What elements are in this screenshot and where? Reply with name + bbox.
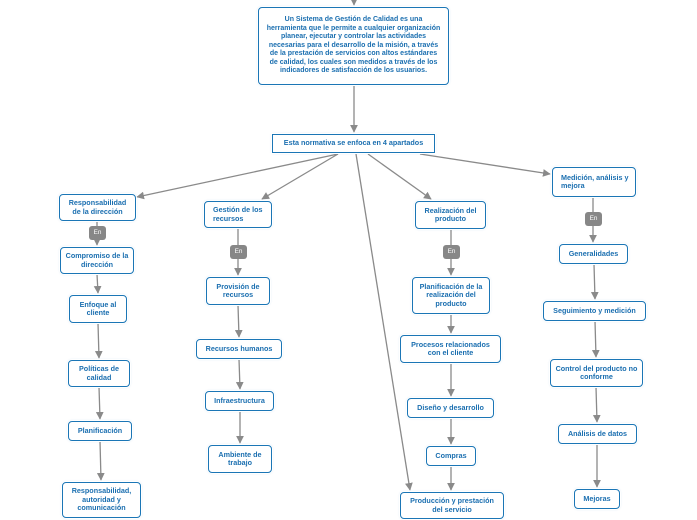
analisis-datos-node[interactable]: Análisis de datos — [558, 424, 637, 444]
recursos-humanos-node[interactable]: Recursos humanos — [196, 339, 282, 359]
main-definition-node[interactable]: Un Sistema de Gestión de Calidad es una … — [258, 7, 449, 85]
compras-node[interactable]: Compras — [426, 446, 476, 466]
seguimiento-medicion-node[interactable]: Seguimiento y medición — [543, 301, 646, 321]
infraestructura-node[interactable]: Infraestructura — [205, 391, 274, 411]
connector-to-medicion — [419, 153, 551, 177]
planificacion-realizacion-node[interactable]: Planificación de la realización del prod… — [412, 277, 490, 314]
connector-to-produccion — [355, 153, 413, 491]
main-definition-text: Un Sistema de Gestión de Calidad es una … — [266, 15, 441, 75]
control-producto-node[interactable]: Control del producto no conforme — [550, 359, 643, 387]
planificacion-node[interactable]: Planificación — [68, 421, 132, 441]
connector — [95, 386, 104, 420]
produccion-servicio-node[interactable]: Producción y prestación del servicio — [400, 492, 504, 519]
gestion-recursos-node[interactable]: Gestión de los recursos — [204, 201, 272, 228]
enfoque-cliente-node[interactable]: Enfoque al cliente — [69, 295, 127, 323]
responsabilidad-direccion-node[interactable]: Responsabilidad de la dirección — [59, 194, 136, 221]
connector — [94, 322, 103, 359]
ambiente-trabajo-node[interactable]: Ambiente de trabajo — [208, 445, 272, 473]
connector-to-recursos — [261, 153, 339, 200]
realizacion-producto-node[interactable]: Realización del producto — [415, 201, 486, 229]
apartados-text: Esta normativa se enfoca en 4 apartados — [283, 138, 424, 148]
connector — [93, 273, 102, 294]
connector — [235, 358, 244, 390]
diseno-desarrollo-node[interactable]: Diseño y desarrollo — [407, 398, 494, 418]
mejoras-node[interactable]: Mejoras — [574, 489, 620, 509]
connector — [592, 386, 601, 423]
procesos-cliente-node[interactable]: Procesos relacionados con el cliente — [400, 335, 501, 363]
en-tag-recursos: En — [230, 245, 247, 259]
en-tag-responsabilidad: En — [89, 226, 106, 240]
responsabilidad-autoridad-node[interactable]: Responsabilidad, autoridad y comunicació… — [62, 482, 141, 518]
connector — [96, 440, 105, 481]
connector-to-responsabilidad — [136, 153, 339, 200]
connector — [591, 320, 600, 358]
generalidades-node[interactable]: Generalidades — [559, 244, 628, 264]
connector — [590, 263, 599, 300]
en-tag-realizacion: En — [443, 245, 460, 259]
apartados-node[interactable]: Esta normativa se enfoca en 4 apartados — [272, 134, 435, 153]
politicas-calidad-node[interactable]: Políticas de calidad — [68, 360, 130, 387]
connector-to-realizacion — [367, 153, 432, 200]
en-tag-medicion: En — [585, 212, 602, 226]
connector — [234, 304, 243, 338]
compromiso-direccion-node[interactable]: Compromiso de la dirección — [60, 247, 134, 274]
medicion-analisis-node[interactable]: Medición, análisis y mejora — [552, 167, 636, 197]
provision-recursos-node[interactable]: Provisión de recursos — [206, 277, 270, 305]
